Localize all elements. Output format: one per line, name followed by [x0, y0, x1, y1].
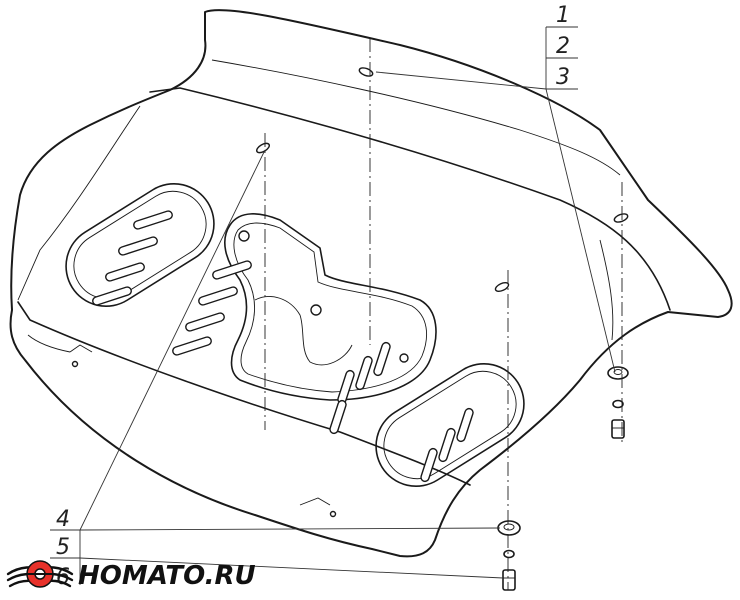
inner-right-edge — [599, 239, 614, 341]
callout-leaders-top — [375, 26, 616, 373]
callout-3: 3 — [556, 65, 570, 90]
callout-1: 1 — [556, 3, 570, 28]
callout-5: 5 — [56, 535, 70, 560]
left-oval-pocket — [65, 183, 215, 307]
center-pocket-lobe — [254, 296, 353, 366]
right-oval-pocket — [375, 363, 525, 487]
front-flange-line — [27, 334, 331, 506]
right-vent-slots — [420, 407, 474, 483]
bottom-fastener-stack — [497, 520, 521, 591]
right-fastener-stack — [607, 366, 629, 439]
left-vent-slots — [92, 210, 173, 306]
center-pocket — [224, 213, 437, 401]
top-flange-line — [211, 59, 621, 176]
center-left-vent-slots — [172, 260, 252, 356]
callout-2: 2 — [556, 34, 570, 59]
inner-left-edge — [17, 105, 141, 301]
skid-plate-outline — [9, 9, 733, 558]
upper-bend-line — [149, 87, 671, 311]
mounting-holes — [71, 67, 629, 518]
callout-leaders-bottom — [50, 149, 504, 585]
center-lines — [264, 38, 623, 590]
callout-4: 4 — [56, 507, 70, 532]
center-vent-slots — [329, 341, 391, 435]
winged-wheel-logo-icon — [6, 560, 74, 588]
logo-text: HOMATO.RU — [78, 561, 256, 591]
